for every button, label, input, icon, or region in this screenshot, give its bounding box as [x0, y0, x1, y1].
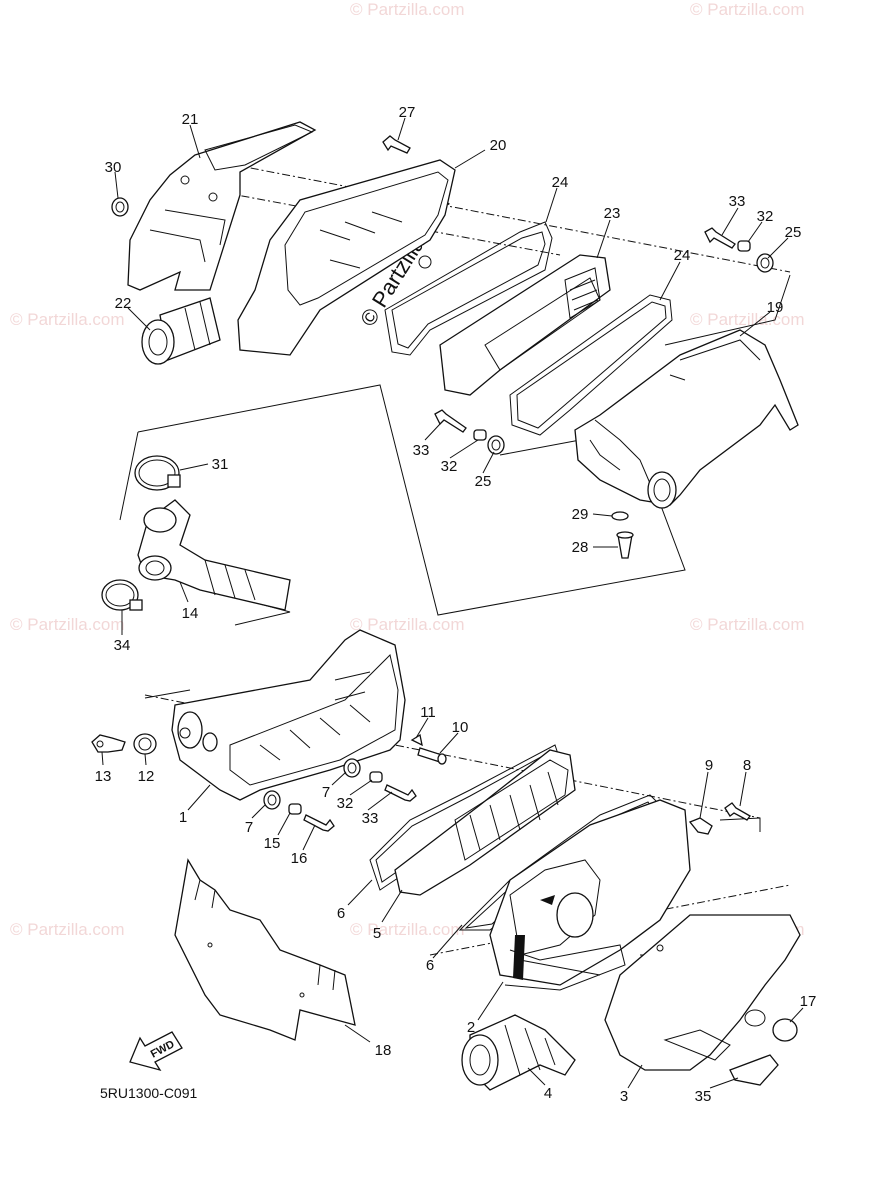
callout-5: 5 — [373, 925, 381, 942]
watermark-text: © Partzilla.com — [690, 615, 805, 634]
part-13-sensor — [91, 734, 126, 753]
callout-33-mid: 33 — [413, 442, 430, 459]
part-15-collar — [288, 803, 302, 815]
callout-12: 12 — [138, 768, 155, 785]
callout-27: 27 — [399, 104, 416, 121]
callout-4: 4 — [544, 1085, 552, 1102]
callout-30: 30 — [105, 159, 122, 176]
part-12-cap — [133, 733, 157, 755]
callout-32-mid: 32 — [441, 458, 458, 475]
callout-15: 15 — [264, 835, 281, 852]
callout-25-upper: 25 — [785, 224, 802, 241]
callout-32-upper: 32 — [757, 208, 774, 225]
callout-6-right: 6 — [426, 957, 434, 974]
callout-10: 10 — [452, 719, 469, 736]
callout-28: 28 — [572, 539, 589, 556]
callout-31: 31 — [212, 456, 229, 473]
part-30-grommet — [111, 197, 129, 217]
part-32-collar-center — [369, 771, 383, 783]
callout-16: 16 — [291, 850, 308, 867]
part-20-case-cap — [237, 159, 456, 356]
part-28-drain-plug — [616, 531, 634, 559]
part-4-joint — [461, 1014, 576, 1091]
diagram-code: 5RU1300-C091 — [100, 1085, 197, 1101]
callout-13: 13 — [95, 768, 112, 785]
callout-labels: 21 30 27 20 24 23 24 33 32 25 22 19 33 3… — [95, 104, 817, 1105]
callout-9: 9 — [705, 757, 713, 774]
part-8-bolt — [724, 802, 751, 821]
callout-35: 35 — [695, 1088, 712, 1105]
callout-23: 23 — [604, 205, 621, 222]
part-19-cleaner-case — [574, 329, 799, 509]
callout-34: 34 — [114, 637, 131, 654]
watermark-text: © Partzilla.com — [10, 920, 125, 939]
watermark-text: © Partzilla.com — [350, 0, 465, 19]
part-5-filter-element — [394, 749, 576, 896]
part-33-bolt-center — [384, 784, 417, 802]
part-32-collar-mid — [473, 429, 487, 441]
part-24-gasket-upper — [384, 221, 553, 356]
part-3-outer-cover — [604, 914, 801, 1071]
part-32-collar-upper — [737, 240, 751, 252]
part-29-clip — [611, 511, 629, 521]
part-33-bolt-upper — [704, 227, 736, 249]
callout-33-center: 33 — [362, 810, 379, 827]
callout-6-left: 6 — [337, 905, 345, 922]
part-17-cap — [772, 1018, 798, 1042]
part-27-bolt — [382, 135, 411, 154]
watermark-text: © Partzilla.com — [10, 615, 125, 634]
part-25-grommet-upper — [756, 253, 774, 273]
leader-lines — [101, 117, 804, 1089]
part-16-bolt — [303, 814, 335, 832]
part-7-grommet-lower — [263, 790, 281, 810]
callout-22: 22 — [115, 295, 132, 312]
watermark-text: © Partzilla.com — [10, 310, 125, 329]
part-35-emblem — [729, 1054, 779, 1086]
watermark-text: © Partzilla.com — [350, 615, 465, 634]
callout-8: 8 — [743, 757, 751, 774]
part-31-clamp — [134, 455, 181, 491]
part-10-drain-pipe — [417, 747, 447, 765]
callout-25-mid: 25 — [475, 473, 492, 490]
callout-18: 18 — [375, 1042, 392, 1059]
watermark-text: © Partzilla.com — [690, 310, 805, 329]
fwd-arrow-icon: FWD — [129, 1031, 183, 1072]
callout-19: 19 — [767, 299, 784, 316]
callout-11: 11 — [420, 704, 436, 721]
part-7-grommet-center — [343, 758, 361, 778]
part-2-case-assembly — [489, 799, 691, 991]
part-18-shield-sheet — [174, 858, 356, 1041]
part-34-clamp — [101, 579, 143, 611]
callout-14: 14 — [182, 605, 199, 622]
callout-24-upper: 24 — [552, 174, 569, 191]
callout-24-lower: 24 — [674, 247, 691, 264]
part-24-gasket-lower — [509, 294, 673, 436]
callout-29: 29 — [572, 506, 589, 523]
callout-3: 3 — [620, 1088, 628, 1105]
part-9-bolt — [688, 817, 713, 835]
callout-7-lower: 7 — [245, 819, 253, 836]
callout-20: 20 — [490, 137, 507, 154]
part-25-grommet-mid — [487, 435, 505, 455]
callout-7-center: 7 — [322, 784, 330, 801]
part-21-upper-cover — [127, 121, 317, 291]
part-14-intake-joint — [137, 499, 291, 611]
callout-33-upper: 33 — [729, 193, 746, 210]
callout-32-center: 32 — [337, 795, 354, 812]
part-1-filter-case — [171, 629, 406, 801]
group-frame-lines — [119, 274, 791, 832]
part-33-bolt-mid — [434, 409, 467, 433]
callout-1: 1 — [179, 809, 187, 826]
part-23-element — [439, 254, 611, 396]
part-22-joint — [141, 297, 221, 365]
callout-2: 2 — [467, 1019, 475, 1036]
callout-21: 21 — [182, 111, 199, 128]
watermark-text: © Partzilla.com — [690, 0, 805, 19]
callout-17: 17 — [800, 993, 817, 1010]
watermark-text: © Partzilla.com — [350, 920, 465, 939]
